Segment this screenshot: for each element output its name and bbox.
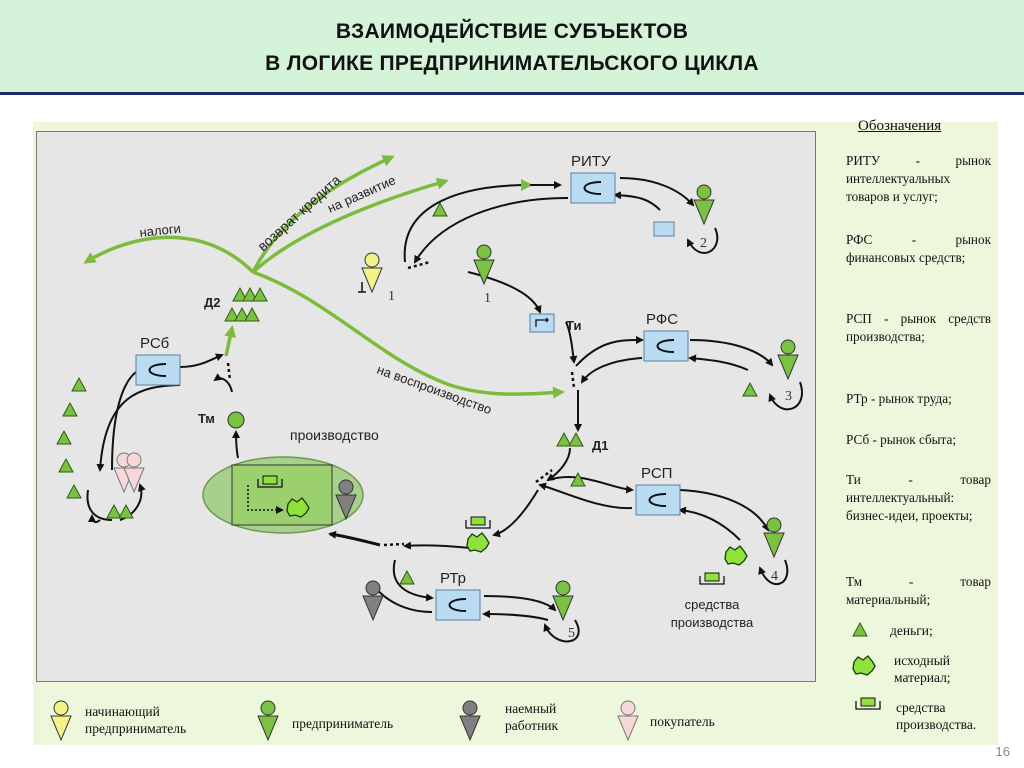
legend-buyer-icon [617,700,639,741]
legend-means-label-1: средства [896,700,946,715]
market-label-ritu: РИТУ [571,153,611,170]
entrepreneur-figure-5 [552,580,574,621]
legend-starting-label-1: начинающий [85,704,160,719]
flow-development-arrow [251,177,449,274]
number-3: 3 [785,389,792,404]
legend-title: Обозначения [858,118,942,134]
legend-material-label-2: материал; [894,670,951,685]
entrepreneur-figure-3 [777,339,799,380]
worker-figure-rtr [362,580,384,621]
flow-rsb-to-d2-arrow [224,325,236,357]
header-divider [0,92,1024,95]
slide-title-line-1: ВЗАИМОДЕЙСТВИЕ СУБЪЕКТОВ [335,20,689,43]
market-label-rtr: РТр [440,570,466,587]
money-rsp [570,472,586,487]
number-2: 2 [700,236,707,251]
rsp-means-icon [699,572,725,585]
market-label-rsb: РСб [140,335,169,352]
legend-entry-tm: Тм - товар материальный; [846,574,991,607]
number-1b: 1 [484,291,491,306]
legend-means-icon [855,697,881,710]
label-tm: Тм [198,411,215,426]
legend-entry-rfs: РФС - рынок финансовых средств; [846,232,991,265]
label-d1: Д1 [592,438,609,453]
market-box-rtr [435,589,481,621]
handover-marks [226,260,576,547]
market-label-rsp: РСП [641,465,672,482]
flow-label-reproduction: на воспроизводство [375,362,494,417]
legend-starting-entrepreneur-icon [50,700,72,741]
slide-title-line-2: В ЛОГИКЕ ПРЕДПРИНИМАТЕЛЬСКОГО ЦИКЛА [265,52,759,75]
label-d2: Д2 [204,295,221,310]
legend-material-label-1: исходный [894,653,951,668]
means-label-line-2: производства [671,615,754,630]
flow-credit-return-arrow [251,155,395,273]
legend-entry-rtr: РТр - рынок труда; [846,391,952,406]
ritu-idea-box [653,221,675,237]
legend-entrepreneur-label: предприниматель [292,716,394,731]
flow-label-taxes: налоги [139,221,182,240]
legend-entry-ti: Ти - товар интеллектуальный: бизнес-идеи… [846,472,991,523]
entrepreneur-figure-4 [763,517,785,558]
number-1a: 1 [388,289,395,304]
entrepreneur-figure-2 [693,184,715,225]
money-d2 [224,287,268,322]
process-material-icon [466,532,490,553]
label-production: производство [290,427,379,443]
production-frame [231,464,333,526]
market-box-rsb [135,354,181,386]
process-means-icon [465,516,491,529]
money-rsb-chain [56,377,134,519]
money-rfs [742,382,758,397]
header-band [0,0,1024,92]
number-5: 5 [568,626,575,641]
tm-product-icon [227,411,245,429]
money-rtr [399,570,415,585]
legend-worker-icon [459,700,481,741]
flow-reproduction-arrow [252,270,565,399]
money-d1 [556,432,584,447]
legend-material-icon [852,655,876,676]
legend-starting-label-2: предприниматель [85,721,187,736]
flow-taxes-arrow [83,235,255,274]
green-flows [83,155,565,399]
rsp-material-icon [724,545,748,566]
market-box-rsp [635,484,681,516]
number-4: 4 [771,569,778,584]
cycle-arrows [86,177,774,621]
legend-money-icon [852,622,868,637]
legend-entry-ritu: РИТУ - рынок интеллектуальных товаров и … [846,153,991,204]
market-box-ritu [570,172,616,204]
legend-entry-rsp: РСП - рынок средств производства; [846,311,991,344]
legend-worker-label-2: работник [505,718,559,733]
legend-entry-rsb: РСб - рынок сбыта; [846,432,956,447]
page-number: 16 [995,744,1010,759]
legend-buyer-label: покупатель [650,714,715,729]
starting-entrepreneur-figure [361,252,383,293]
diagram-stage [36,131,816,682]
legend-entrepreneur-icon [257,700,279,741]
ti-product-icon [529,313,555,333]
means-label-line-1: средства [685,597,740,612]
legend-worker-label-1: наемный [505,701,557,716]
market-label-rfs: РФС [646,311,678,328]
legend-money-label: деньги; [890,623,933,638]
label-ti: Ти [566,318,581,333]
figure-loops [543,227,803,643]
market-box-rfs [643,330,689,362]
legend-means-label-2: производства. [896,717,977,732]
